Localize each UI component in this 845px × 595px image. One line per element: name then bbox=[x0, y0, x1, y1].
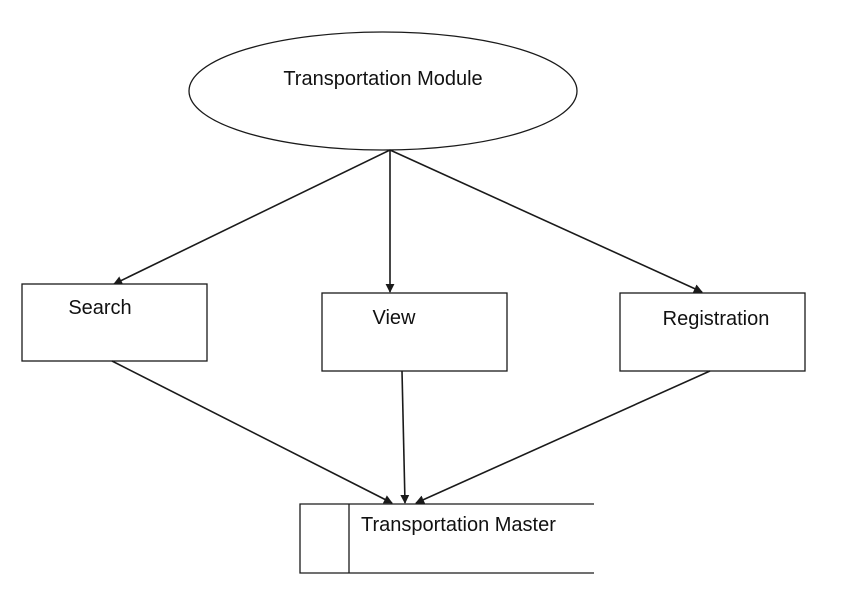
edge-view-to-master bbox=[400, 370, 410, 504]
view-label: View bbox=[373, 307, 417, 329]
registration-node: Registration bbox=[619, 292, 806, 372]
edge-registration-to-master bbox=[415, 370, 711, 504]
view-node: View bbox=[321, 292, 508, 372]
search-label: Search bbox=[68, 297, 131, 319]
transportation-master-store: Transportation Master bbox=[299, 503, 594, 574]
edge-module-to-search bbox=[113, 149, 391, 285]
transportation-master-label: Transportation Master bbox=[361, 514, 556, 536]
transportation-module-node: Transportation Module bbox=[188, 31, 578, 151]
registration-label: Registration bbox=[663, 308, 770, 330]
search-node: Search bbox=[21, 283, 208, 362]
edge-module-to-registration bbox=[389, 149, 703, 293]
transportation-module-label: Transportation Module bbox=[283, 68, 482, 90]
edge-search-to-master bbox=[111, 360, 393, 504]
